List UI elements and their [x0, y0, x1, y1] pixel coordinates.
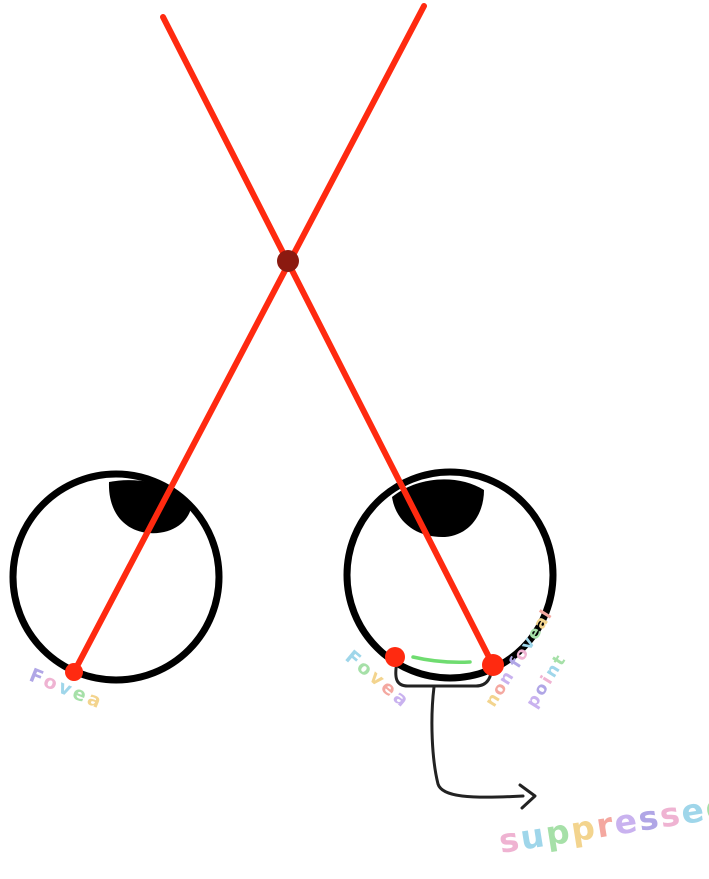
right-fovea-point — [385, 647, 405, 667]
nonfoveal-label-line2: point — [522, 650, 571, 711]
arrowhead-icon — [518, 783, 537, 810]
left-eye — [9, 470, 223, 684]
suppressed-label: suppressed — [496, 786, 709, 861]
disparity-marker — [411, 655, 472, 664]
nonfoveal-label-line1: non foveal — [481, 606, 557, 711]
right-line-of-sight — [160, 14, 496, 668]
left-line-of-sight — [71, 3, 427, 675]
crossing-point — [277, 250, 299, 272]
left-fovea-label: Fovea — [26, 664, 107, 714]
suppression-arrow — [430, 685, 525, 799]
left-fovea-point — [65, 663, 83, 681]
nonfoveal-point — [482, 654, 504, 676]
right-pupil — [392, 479, 484, 538]
